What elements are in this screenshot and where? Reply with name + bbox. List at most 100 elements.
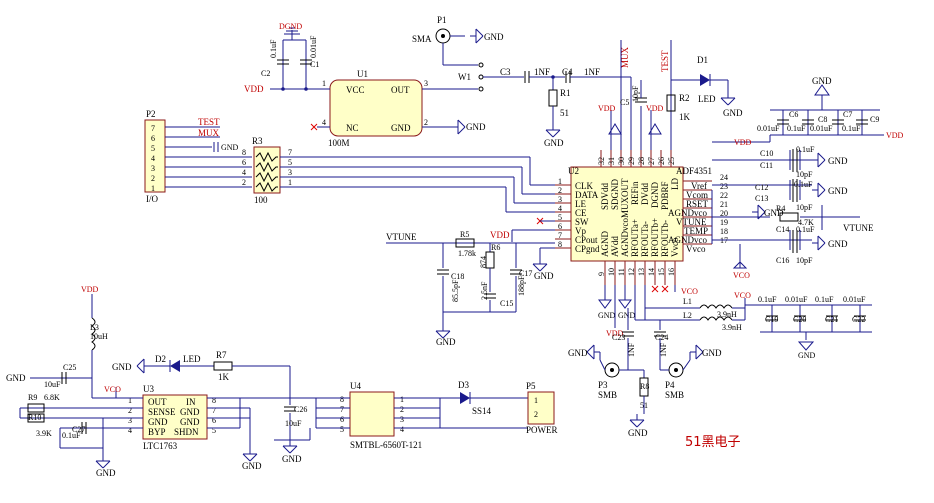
gnd-c10: GND <box>828 156 848 166</box>
mux-net-p2: MUX <box>198 128 220 138</box>
r4-resistor <box>779 212 799 222</box>
l2-inductor <box>699 316 733 321</box>
gnd-r1: GND <box>544 138 564 148</box>
p3-ref: P3 <box>598 380 608 390</box>
u1-pin-3: 3 <box>424 79 428 88</box>
c4-ref: C4 <box>562 67 573 77</box>
u2-pin-4-name: CE <box>575 208 587 218</box>
u1-wires <box>270 30 478 128</box>
u2-pin-32-name: SDVdd <box>600 182 610 210</box>
u2-pin-10-name: AVdd <box>610 236 620 257</box>
gnd-p3: GND <box>568 348 588 358</box>
u2-pin-23-name: Vcom <box>686 190 708 200</box>
l1-value: 3.9nH <box>717 310 737 319</box>
gnd-r8: GND <box>628 428 648 438</box>
gnd-r4: GND <box>764 208 784 218</box>
r5-value: 1.78k <box>458 249 476 258</box>
u2-pin-25-name: LD <box>670 178 680 190</box>
svg-text:3: 3 <box>151 164 155 173</box>
c20-ref: C20 <box>793 315 806 324</box>
u2-left-pins <box>555 184 571 249</box>
c13-value: 10pF <box>796 203 813 212</box>
vdd-avdd: VDD <box>606 329 624 338</box>
u2-pin-25-num: 25 <box>667 157 676 165</box>
svg-text:8: 8 <box>212 396 216 405</box>
c20-value: 0.01uF <box>785 295 808 304</box>
c6-ref: C6 <box>789 110 798 119</box>
u2-pin-13-num: 13 <box>637 268 646 276</box>
l3-inductor <box>91 317 96 351</box>
u1-ref: U1 <box>357 69 368 79</box>
u2-pin-3-name: LE <box>575 199 586 209</box>
c6-c9-cluster <box>712 95 884 143</box>
u2-pin-8-name: CPgnd <box>575 244 600 254</box>
c25-value: 10uF <box>44 380 61 389</box>
u2-pin-17-name: Vvco <box>686 244 706 254</box>
l3-ref: L3 <box>90 323 99 332</box>
u4-ref: U4 <box>350 381 361 391</box>
svg-text:1: 1 <box>151 184 155 193</box>
svg-text:1: 1 <box>400 395 404 404</box>
u3-pin-in: IN <box>186 397 196 407</box>
u2-pin-9-num: 9 <box>597 272 606 276</box>
c19-value: 0.1uF <box>758 295 777 304</box>
svg-text:7: 7 <box>288 148 292 157</box>
c23-ref: C23 <box>612 333 625 342</box>
gnd-c18: GND <box>436 337 456 347</box>
vco-u3: VCO <box>104 385 121 394</box>
svg-text:4: 4 <box>151 154 155 163</box>
u2-right-pins <box>683 180 712 245</box>
vco-pin16: VCO <box>681 287 698 296</box>
u1-pin-out: OUT <box>391 85 410 95</box>
c17-ref: C17 <box>519 269 532 278</box>
l1-inductor <box>699 304 733 309</box>
gnd-c26: GND <box>282 454 302 464</box>
c3-value: 1NF <box>534 67 550 77</box>
u2-pin-29-name: REFin <box>630 181 640 205</box>
c12-value: 0.1uF <box>794 180 813 189</box>
u2-pin-4-num: 4 <box>558 204 562 213</box>
p1-ref: P1 <box>437 15 447 25</box>
u2-pin-26-name: PDBRF <box>660 181 670 210</box>
svg-text:2: 2 <box>151 174 155 183</box>
u3-pin-gnd3: GND <box>180 417 200 427</box>
u2-pin-20-num: 20 <box>720 209 728 218</box>
c5-ref: C5 <box>620 98 629 107</box>
c24-ref: C24 <box>655 333 668 342</box>
r10-ref: R10 <box>28 413 41 422</box>
u3-pin-out: OUT <box>148 397 167 407</box>
u3-pin-gnd2: GND <box>180 407 200 417</box>
dgnd-label: DGND <box>279 22 302 31</box>
c2-ref: C2 <box>261 69 270 78</box>
r5-ref: R5 <box>460 230 469 239</box>
u2-pin-26-num: 26 <box>657 157 666 165</box>
gnd-agndvco: GND <box>618 311 636 320</box>
gnd-u3-right: GND <box>242 461 262 471</box>
u2-pin-21-num: 21 <box>720 200 728 209</box>
c27-value: 0.1uF <box>62 431 81 440</box>
c26-ref: C26 <box>294 405 307 414</box>
p3-name: SMB <box>598 390 617 400</box>
u2-part: ADF4351 <box>676 166 712 176</box>
r7-ref: R7 <box>216 350 227 360</box>
u2-pin-15-num: 15 <box>657 268 666 276</box>
u3-pin-sense: SENSE <box>148 407 176 417</box>
u2-pin-2-num: 2 <box>558 186 562 195</box>
svg-text:2: 2 <box>242 178 246 187</box>
u2-pin-7-name: CPout <box>575 235 598 245</box>
u2-pin-10-num: 10 <box>607 268 616 276</box>
gnd-c25: GND <box>6 373 26 383</box>
u2-pin-5-num: 5 <box>558 213 562 222</box>
gnd-d1: GND <box>723 108 743 118</box>
u2-pin-2-name: DATA <box>575 190 599 200</box>
u2-pin-14-num: 14 <box>647 268 656 276</box>
c6-value: 0.1uF <box>787 124 806 133</box>
svg-text:1: 1 <box>534 396 538 405</box>
svg-text:3: 3 <box>400 415 404 424</box>
u2-pin-18-num: 18 <box>720 227 728 236</box>
c9-value: 0.01uF <box>757 124 780 133</box>
c7-value: 0.1uF <box>842 124 861 133</box>
u2-pin-3-num: 3 <box>558 195 562 204</box>
svg-text:4: 4 <box>400 425 404 434</box>
